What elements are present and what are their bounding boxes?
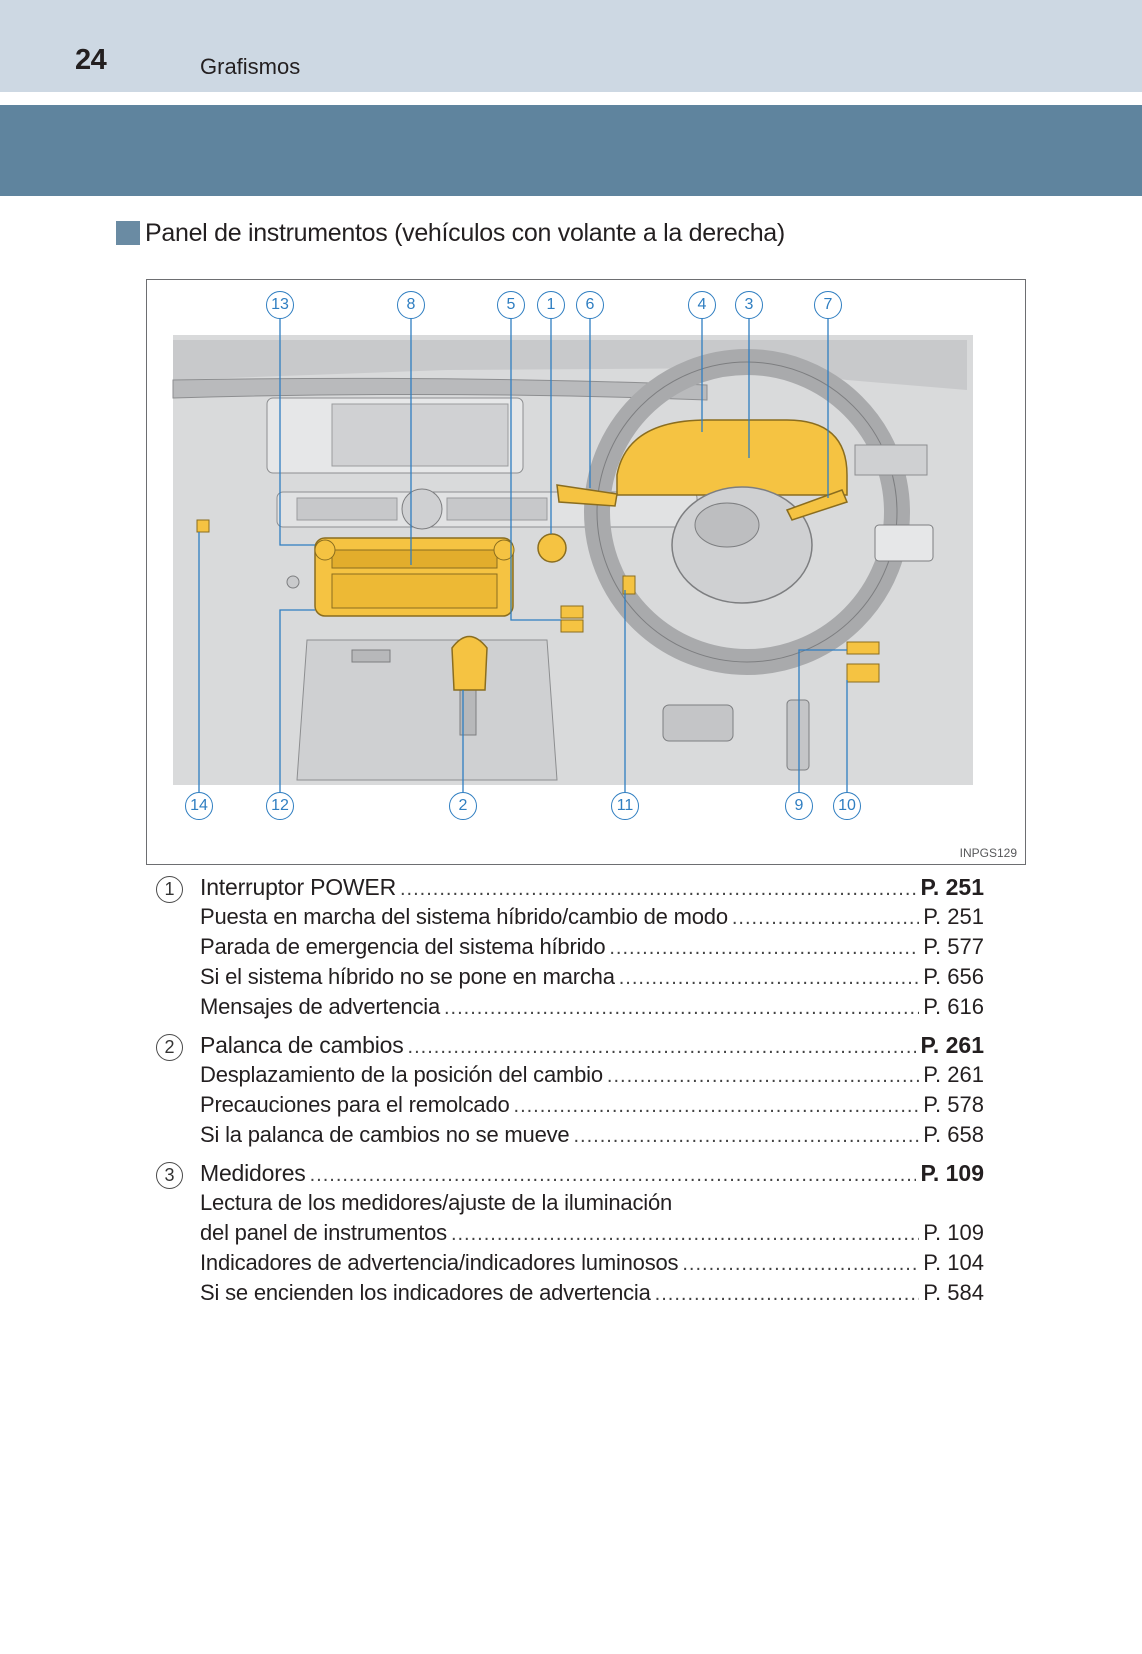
callout-2: 2 <box>449 792 477 820</box>
callout-1: 1 <box>537 291 565 319</box>
callout-10: 10 <box>833 792 861 820</box>
page-ref-link[interactable]: P. 578 <box>923 1092 984 1118</box>
section-marker-icon <box>116 221 140 245</box>
entry-title: Interruptor POWER <box>200 874 396 901</box>
entry-2: 2 Palanca de cambios P. 261 Desplazamien… <box>156 1032 984 1152</box>
callout-7: 7 <box>814 291 842 319</box>
center-console <box>297 640 557 780</box>
page-ref-link[interactable]: P. 261 <box>920 1032 984 1059</box>
page-ref-link[interactable]: P. 584 <box>923 1280 984 1306</box>
callout-8: 8 <box>397 291 425 319</box>
shift-lever <box>452 637 487 691</box>
section-title: Panel de instrumentos (vehículos con vol… <box>145 219 785 248</box>
brake-pedal <box>663 705 733 741</box>
list-item: Si se encienden los indicadores de adver… <box>156 1280 984 1310</box>
page-number: 24 <box>75 44 106 77</box>
page-ref-link[interactable]: P. 251 <box>920 874 984 901</box>
callout-14: 14 <box>185 792 213 820</box>
entry-heading: 3 Medidores P. 109 <box>156 1160 984 1190</box>
leader-dots <box>310 1164 917 1187</box>
callout-4: 4 <box>688 291 716 319</box>
power-button <box>538 534 566 562</box>
list-item: Indicadores de advertencia/indicadores l… <box>156 1250 984 1280</box>
callout-6: 6 <box>576 291 604 319</box>
list-item: Desplazamiento de la posición del cambio… <box>156 1062 984 1092</box>
list-item: Puesta en marcha del sistema híbrido/cam… <box>156 904 984 934</box>
chapter-title: Grafismos <box>200 54 300 80</box>
section-heading: Panel de instrumentos (vehículos con vol… <box>116 218 785 248</box>
entry-number: 3 <box>156 1162 183 1189</box>
page-ref-link[interactable]: P. 104 <box>923 1250 984 1276</box>
entry-number: 2 <box>156 1034 183 1061</box>
callout-3: 3 <box>735 291 763 319</box>
list-item: del panel de instrumentos P. 109 <box>156 1220 984 1250</box>
callout-11: 11 <box>611 792 639 820</box>
callout-13: 13 <box>266 291 294 319</box>
chapter-band <box>0 105 1142 196</box>
page-ref-link[interactable]: P. 656 <box>923 964 984 990</box>
list-item: Lectura de los medidores/ajuste de la il… <box>156 1190 984 1220</box>
entry-heading: 2 Palanca de cambios P. 261 <box>156 1032 984 1062</box>
gauge-cluster <box>617 420 847 495</box>
list-item: Si el sistema híbrido no se pone en marc… <box>156 964 984 994</box>
page-ref-link[interactable]: P. 616 <box>923 994 984 1020</box>
entry-title: Palanca de cambios <box>200 1032 404 1059</box>
entry-heading: 1 Interruptor POWER P. 251 <box>156 874 984 904</box>
page-ref-link[interactable]: P. 577 <box>923 934 984 960</box>
list-item: Si la palanca de cambios no se mueve P. … <box>156 1122 984 1152</box>
dashboard-drawing <box>147 280 1024 863</box>
callout-9: 9 <box>785 792 813 820</box>
list-item: Mensajes de advertencia P. 616 <box>156 994 984 1024</box>
list-item: Parada de emergencia del sistema híbrido… <box>156 934 984 964</box>
figure-code: INPGS129 <box>960 846 1017 860</box>
page-ref-link[interactable]: P. 251 <box>923 904 984 930</box>
page-ref-link[interactable]: P. 261 <box>923 1062 984 1088</box>
leader-dots <box>400 878 916 901</box>
entry-1: 1 Interruptor POWER P. 251 Puesta en mar… <box>156 874 984 1024</box>
page-ref-link[interactable]: P. 658 <box>923 1122 984 1148</box>
page-ref-link[interactable]: P. 109 <box>920 1160 984 1187</box>
dashboard-illustration: 13 8 5 1 6 4 3 7 14 12 2 11 9 10 INPGS12… <box>146 279 1026 865</box>
callout-12: 12 <box>266 792 294 820</box>
reference-list: 1 Interruptor POWER P. 251 Puesta en mar… <box>156 874 984 1310</box>
leader-dots <box>408 1036 917 1059</box>
page-ref-link[interactable]: P. 109 <box>923 1220 984 1246</box>
entry-3: 3 Medidores P. 109 Lectura de los medido… <box>156 1160 984 1310</box>
callout-5: 5 <box>497 291 525 319</box>
header-bar <box>0 0 1142 92</box>
list-item: Precauciones para el remolcado P. 578 <box>156 1092 984 1122</box>
entry-title: Medidores <box>200 1160 306 1187</box>
entry-number: 1 <box>156 876 183 903</box>
